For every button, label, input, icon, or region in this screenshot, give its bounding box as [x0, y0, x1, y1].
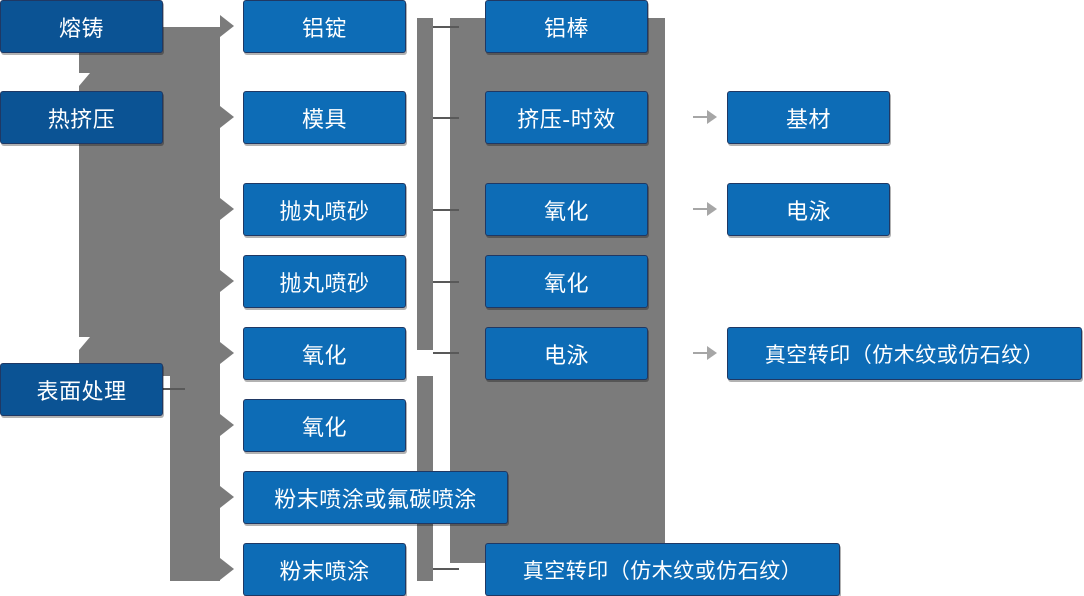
arrow-line-out-2: [693, 208, 709, 210]
node-label: 挤压-时效: [517, 107, 616, 133]
node-proc-3[interactable]: 抛丸喷砂: [243, 183, 406, 236]
node-label: 模具: [301, 107, 347, 133]
node-label: 氧化: [543, 271, 589, 297]
node-label: 氧化: [301, 343, 347, 369]
node-proc-7[interactable]: 粉末喷涂或氟碳喷涂: [243, 471, 508, 524]
node-label: 表面处理: [36, 379, 127, 405]
gray-arrow-to-proc-2: [220, 106, 234, 128]
arrow-line-out-3: [693, 352, 709, 354]
arrow-to-out-3: [707, 346, 717, 360]
chevron-down-icon-2: [68, 337, 90, 350]
link-line-form-1: [433, 26, 459, 28]
node-form-4[interactable]: 氧化: [485, 255, 648, 308]
node-proc-1[interactable]: 铝锭: [243, 0, 406, 53]
link-line-form-5: [433, 352, 459, 354]
node-label: 铝棒: [543, 16, 589, 42]
node-out-1[interactable]: 基材: [727, 91, 890, 144]
gray-arrow-to-proc-4: [220, 270, 234, 292]
gray-arrow-to-proc-1: [220, 15, 234, 37]
node-label: 抛丸喷砂: [279, 199, 370, 225]
gray-arrow-to-proc-7: [220, 486, 234, 508]
node-form-3[interactable]: 氧化: [485, 183, 648, 236]
node-out-2[interactable]: 电泳: [727, 183, 890, 236]
node-form-5[interactable]: 电泳: [485, 327, 648, 380]
link-line-form-6: [433, 568, 459, 570]
chevron-down-icon-1: [68, 73, 90, 86]
node-form-1[interactable]: 铝棒: [485, 0, 648, 53]
node-label: 真空转印（仿木纹或仿石纹）: [522, 558, 803, 583]
link-line-form-2: [433, 117, 459, 119]
gray-arrow-to-proc-8: [220, 558, 234, 580]
node-proc-2[interactable]: 模具: [243, 91, 406, 144]
node-label: 铝锭: [301, 16, 347, 42]
arrow-to-out-1: [707, 110, 717, 124]
node-label: 电泳: [543, 343, 589, 369]
arrow-line-out-1: [693, 116, 709, 118]
node-proc-6[interactable]: 氧化: [243, 399, 406, 452]
node-proc-4[interactable]: 抛丸喷砂: [243, 255, 406, 308]
node-label: 氧化: [543, 199, 589, 225]
node-label: 熔铸: [58, 16, 104, 42]
stub-line-surface-treatment: [163, 388, 185, 390]
gray-trunk-main: [79, 27, 179, 376]
node-label: 热挤压: [47, 107, 116, 133]
node-label: 基材: [785, 107, 831, 133]
node-label: 电泳: [785, 199, 831, 225]
link-line-form-4: [433, 281, 459, 283]
node-form-2[interactable]: 挤压-时效: [485, 91, 648, 144]
node-stage-3[interactable]: 表面处理: [0, 363, 163, 416]
node-stage-1[interactable]: 熔铸: [0, 0, 163, 53]
node-label: 粉末喷涂或氟碳喷涂: [274, 487, 477, 513]
gray-arrow-to-proc-5: [220, 342, 234, 364]
node-proc-5[interactable]: 氧化: [243, 327, 406, 380]
node-label: 真空转印（仿木纹或仿石纹）: [764, 342, 1045, 367]
gray-arrow-to-proc-3: [220, 198, 234, 220]
gray-trunk-lower: [170, 376, 220, 581]
node-form-6[interactable]: 真空转印（仿木纹或仿石纹）: [485, 543, 840, 596]
arrow-to-out-2: [707, 202, 717, 216]
node-label: 粉末喷涂: [279, 559, 370, 585]
link-line-form-3: [433, 209, 459, 211]
node-proc-8[interactable]: 粉末喷涂: [243, 543, 406, 596]
node-stage-2[interactable]: 热挤压: [0, 91, 163, 144]
node-label: 氧化: [301, 415, 347, 441]
gray-trunk-upper-right: [179, 27, 220, 376]
gray-arrow-to-proc-6: [220, 414, 234, 436]
gray-bar-narrow-upper: [417, 18, 433, 350]
node-out-3[interactable]: 真空转印（仿木纹或仿石纹）: [727, 327, 1082, 380]
node-label: 抛丸喷砂: [279, 271, 370, 297]
